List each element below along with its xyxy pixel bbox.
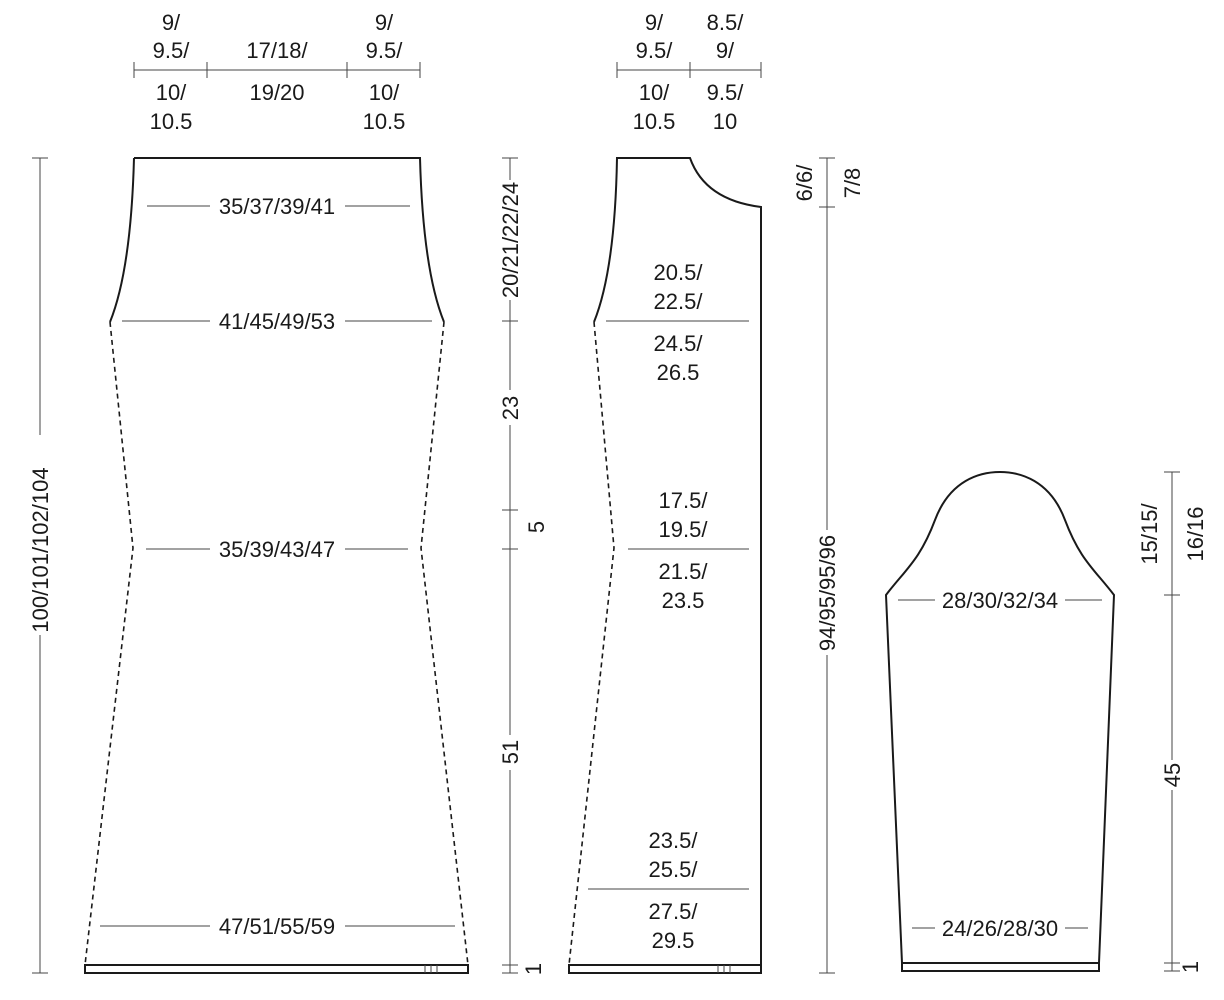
back-right-shoulder-label-1: 9/: [375, 10, 394, 35]
front-shoulder-label-3: 10/: [639, 80, 670, 105]
back-piece: 9/ 9.5/ 10/ 10.5 17/18/ 19/20 9/ 9.5/ 10…: [28, 10, 549, 975]
back-armhole-left: [109, 157, 135, 323]
back-left-shoulder-label-2: 9.5/: [153, 38, 191, 63]
front-shoulder-label-1: 9/: [645, 10, 664, 35]
back-side-left-dashed: [84, 321, 134, 966]
sleeve-cuff-band: [901, 962, 1100, 972]
back-hem-band: [84, 964, 469, 974]
front-length-label: 94/95/95/96: [815, 535, 840, 651]
front-hem-label-1: 23.5/: [649, 828, 699, 853]
front-neck-width-label-4: 10: [713, 109, 737, 134]
front-side-dashed: [568, 321, 615, 966]
back-left-shoulder-label-1: 9/: [162, 10, 181, 35]
back-left-shoulder-label-4: 10.5: [150, 109, 193, 134]
front-hem-band: [568, 964, 762, 974]
back-hem-band-label: 1: [521, 963, 546, 975]
back-hem-width-label: 47/51/55/59: [219, 914, 335, 939]
sleeve-piece: 28/30/32/34 24/26/28/30 15/15/ 16/16 45 …: [884, 470, 1208, 973]
front-shoulder-label-2: 9.5/: [636, 38, 674, 63]
back-right-shoulder-label-3: 10/: [369, 80, 400, 105]
sleeve-outline: [884, 470, 1116, 964]
back-neck-width-label-2: 19/20: [249, 80, 304, 105]
front-bust-label-1: 20.5/: [654, 260, 704, 285]
front-neck-width-label-1: 8.5/: [707, 10, 745, 35]
front-outline: [593, 157, 762, 965]
sleeve-cap-height-label-1: 15/15/: [1137, 503, 1162, 565]
back-outline-top: [134, 157, 445, 323]
sleeve-upper-width-label: 28/30/32/34: [942, 588, 1058, 613]
front-bust-label-4: 26.5: [657, 360, 700, 385]
front-hem-label-2: 25.5/: [649, 857, 699, 882]
front-neck-width-label-2: 9/: [716, 38, 735, 63]
front-waist-label-2: 19.5/: [659, 517, 709, 542]
back-neck-width-label-1: 17/18/: [246, 38, 308, 63]
back-right-shoulder-label-2: 9.5/: [366, 38, 404, 63]
front-neck-depth-label-1: 6/6/: [792, 164, 817, 202]
front-waist-label-4: 23.5: [662, 588, 705, 613]
back-bust-width-label: 41/45/49/53: [219, 309, 335, 334]
back-left-shoulder-label-3: 10/: [156, 80, 187, 105]
back-side-right-dashed: [420, 321, 469, 966]
sleeve-length-label: 45: [1160, 763, 1185, 787]
front-hem-label-3: 27.5/: [649, 899, 699, 924]
front-shoulder-label-4: 10.5: [633, 109, 676, 134]
front-neck-width-label-3: 9.5/: [707, 80, 745, 105]
back-waist-width-label: 35/39/43/47: [219, 537, 335, 562]
sleeve-cuff-label: 1: [1178, 961, 1203, 973]
back-right-shoulder-label-4: 10.5: [363, 109, 406, 134]
back-armhole-depth-label: 20/21/22/24: [498, 182, 523, 298]
sleeve-cap-height-label-2: 16/16: [1183, 506, 1208, 561]
back-waist-length-label: 5: [524, 521, 549, 533]
back-bodice-length-label: 23: [498, 396, 523, 420]
front-waist-label-3: 21.5/: [659, 559, 709, 584]
back-skirt-length-label: 51: [498, 740, 523, 764]
front-hem-label-4: 29.5: [652, 928, 695, 953]
front-bust-label-2: 22.5/: [654, 289, 704, 314]
back-total-length-label: 100/101/102/104: [28, 467, 53, 632]
front-waist-label-1: 17.5/: [659, 488, 709, 513]
front-piece: 9/ 9.5/ 10/ 10.5 8.5/ 9/ 9.5/ 10 20.5/ 2…: [568, 10, 865, 974]
sleeve-cuff-width-label: 24/26/28/30: [942, 916, 1058, 941]
back-shoulder-width-label: 35/37/39/41: [219, 194, 335, 219]
front-bust-label-3: 24.5/: [654, 331, 704, 356]
front-neck-depth-label-2: 7/8: [840, 168, 865, 199]
